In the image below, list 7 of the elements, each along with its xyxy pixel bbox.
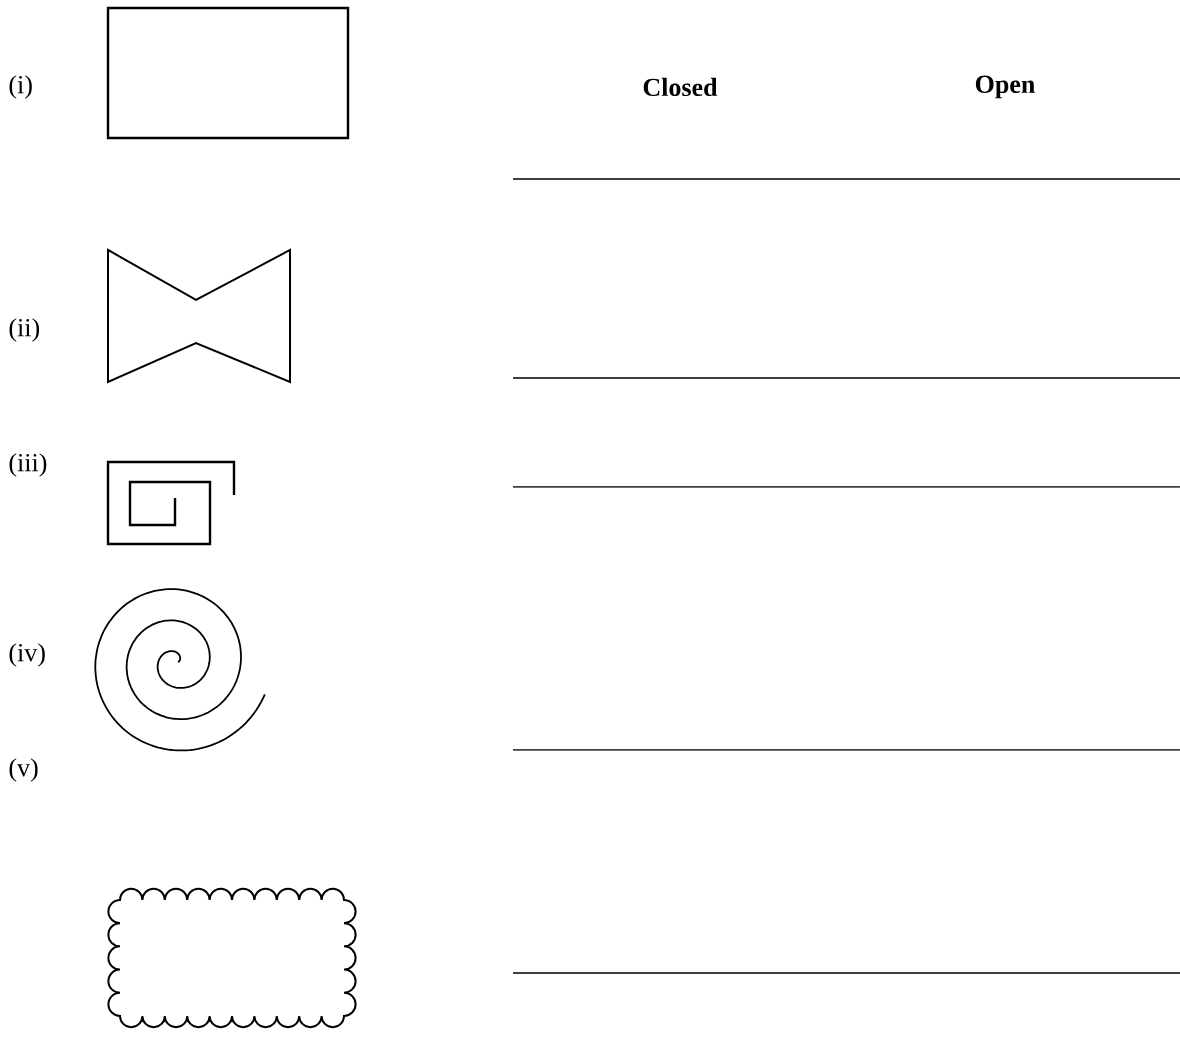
item-number: (ii) [9, 318, 40, 342]
column-heading: Open [975, 75, 1035, 99]
item-number: (iii) [9, 453, 47, 477]
item-number: (iv) [9, 643, 45, 667]
column-heading: Closed [643, 77, 718, 97]
item-number: (v) [9, 758, 38, 782]
item-number: (i) [9, 75, 32, 99]
